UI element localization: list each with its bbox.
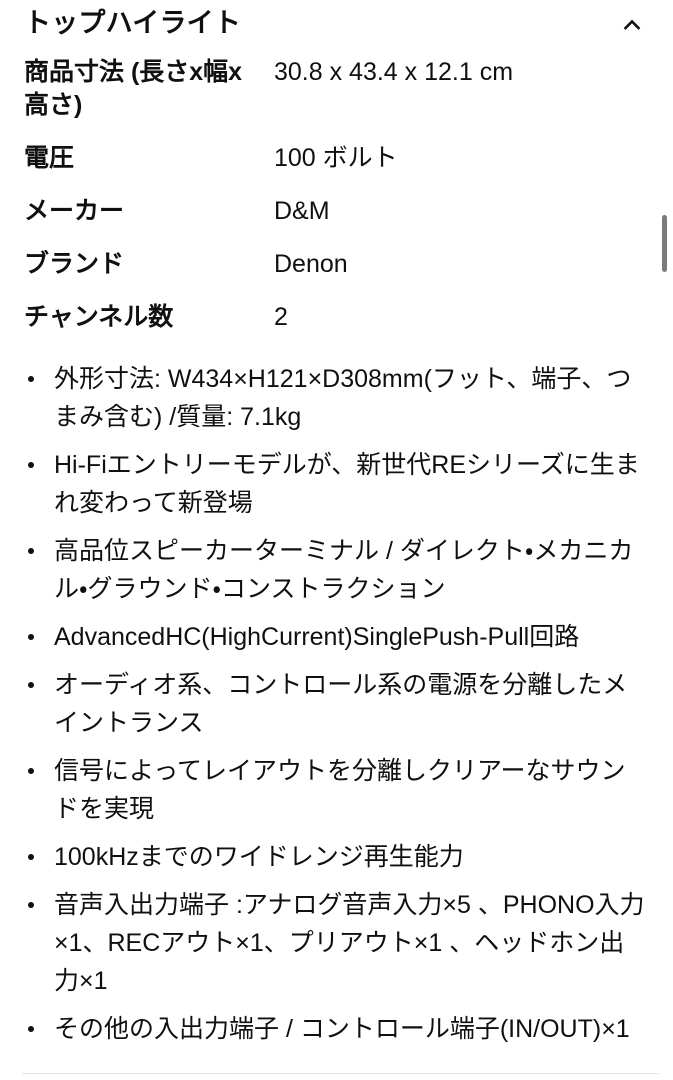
spec-label: 商品寸法 (長さx幅x高さ) xyxy=(24,58,243,119)
list-item: その他の入出力端子 / コントロール端子(IN/OUT)×1 xyxy=(0,1010,649,1048)
list-item: 音声入出力端子 :アナログ音声入力×5 、PHONO入力×1、RECアウト×1、… xyxy=(0,886,649,1000)
list-item: 100kHzまでのワイドレンジ再生能力 xyxy=(0,838,649,876)
table-row: チャンネル数 2 xyxy=(0,301,673,342)
spec-value: 100 ボルト xyxy=(274,144,398,172)
highlights-list: 外形寸法: W434×H121×D308mm(フット、端子、つまみ含む) /質量… xyxy=(0,360,673,1048)
spec-value: Denon xyxy=(274,250,348,278)
list-item: Hi-Fiエントリーモデルが、新世代REシリーズに生まれ変わって新登場 xyxy=(0,446,649,522)
page-title: トップハイライト xyxy=(24,8,242,38)
page-scrollbar[interactable] xyxy=(661,0,669,1080)
spec-label: 電圧 xyxy=(24,144,75,172)
section-divider xyxy=(22,1073,659,1074)
section-header-top-highlights[interactable]: トップハイライト xyxy=(0,0,673,56)
product-specs-body: 商品寸法 (長さx幅x高さ) 30.8 x 43.4 x 12.1 cm 電圧 … xyxy=(0,56,673,342)
spec-value: D&M xyxy=(274,197,330,225)
spec-label: メーカー xyxy=(24,197,125,225)
spec-value: 30.8 x 43.4 x 12.1 cm xyxy=(274,58,514,86)
spec-label: ブランド xyxy=(24,250,125,278)
scrollbar-thumb[interactable] xyxy=(662,215,667,272)
list-item: 信号によってレイアウトを分離しクリアーなサウンドを実現 xyxy=(0,752,649,828)
list-item: AdvancedHC(HighCurrent)SinglePush-Pull回路 xyxy=(0,618,649,656)
table-row: 商品寸法 (長さx幅x高さ) 30.8 x 43.4 x 12.1 cm xyxy=(0,56,673,142)
table-row: メーカー D&M xyxy=(0,195,673,248)
table-row: 電圧 100 ボルト xyxy=(0,142,673,195)
table-row: ブランド Denon xyxy=(0,248,673,301)
list-item: 高品位スピーカーターミナル / ダイレクト・メカニカル・グラウンド・コンストラク… xyxy=(0,532,649,608)
collapse-section-button[interactable] xyxy=(615,8,649,42)
list-item: オーディオ系、コントロール系の電源を分離したメイントランス xyxy=(0,666,649,742)
product-specs-table: 商品寸法 (長さx幅x高さ) 30.8 x 43.4 x 12.1 cm 電圧 … xyxy=(0,56,673,342)
spec-value: 2 xyxy=(274,303,288,331)
spec-label: チャンネル数 xyxy=(24,303,174,331)
chevron-up-icon xyxy=(619,12,645,38)
list-item: 外形寸法: W434×H121×D308mm(フット、端子、つまみ含む) /質量… xyxy=(0,360,649,436)
